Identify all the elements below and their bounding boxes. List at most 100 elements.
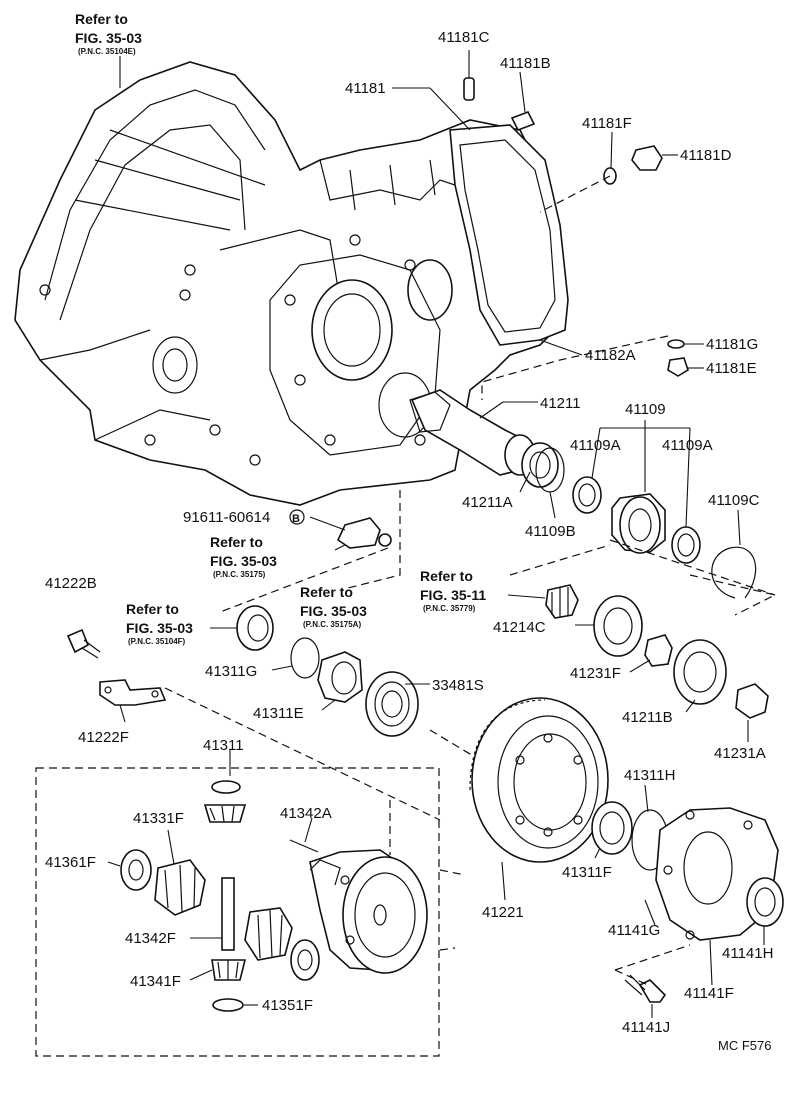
ref-title: Refer to: [420, 568, 473, 584]
pinion-gear-top: [203, 804, 247, 823]
label-41361F: 41361F: [45, 854, 96, 871]
snap-ring-41109B: [535, 447, 565, 519]
seal-33481S: [365, 671, 430, 737]
label-41342A: 41342A: [280, 805, 332, 822]
ref-title: Refer to: [75, 11, 128, 27]
speed-sensor: [309, 516, 392, 551]
reference-fig-35-11-35779: Refer to FIG. 35-11 (P.N.C. 35779): [420, 568, 486, 613]
label-41222F: 41222F: [78, 729, 129, 746]
label-41311F: 41311F: [562, 864, 612, 881]
label-33481S: 33481S: [432, 677, 484, 694]
label-41211B: 41211B: [622, 709, 673, 726]
bracket-41222F: [99, 679, 167, 723]
label-41109A-left: 41109A: [570, 437, 621, 454]
washer-right: [290, 939, 320, 981]
label-41181F: 41181F: [582, 115, 632, 132]
bolt-41141J: [624, 974, 667, 1018]
differential-kit-box: [35, 767, 440, 1057]
label-41311G: 41311G: [205, 663, 257, 680]
reference-fig-35-03-35175A: Refer to FIG. 35-03 (P.N.C. 35175A): [300, 584, 367, 629]
ref-fig: FIG. 35-03: [300, 603, 367, 619]
differential-case: [309, 849, 428, 974]
side-gear-41331F: [154, 859, 206, 916]
snap-ring-41109C: [711, 509, 757, 599]
shaft-41342F: [190, 877, 235, 951]
label-41341F: 41341F: [130, 973, 181, 990]
label-41181E: 41181E: [706, 360, 757, 377]
reference-fig-35-03-35104E: Refer to FIG. 35-03 (P.N.C. 35104E): [75, 11, 142, 56]
label-41211A: 41211A: [462, 494, 513, 511]
bearing-41311F: [591, 801, 633, 859]
race-41109A-right: [671, 526, 701, 564]
label-41181D: 41181D: [680, 147, 732, 164]
catalog-code: MC F576: [718, 1038, 771, 1053]
side-gear-right: [244, 907, 293, 961]
pinion-gear-41341F: [189, 959, 247, 981]
ref-title: Refer to: [126, 601, 179, 617]
label-41141H: 41141H: [722, 945, 773, 962]
nut-41231A: [735, 683, 769, 742]
label-41141J: 41141J: [622, 1019, 670, 1036]
label-41181: 41181: [345, 80, 386, 97]
label-41231A: 41231A: [714, 745, 766, 762]
label-41182A: 41182A: [585, 347, 636, 364]
label-41109: 41109: [625, 401, 666, 418]
label-41141F: 41141F: [684, 985, 734, 1002]
bushing-41231F: [629, 634, 673, 673]
ref-title: Refer to: [210, 534, 263, 550]
label-41211: 41211: [540, 395, 581, 412]
label-41181G: 41181G: [706, 336, 758, 353]
reference-fig-35-03-35104F: Refer to FIG. 35-03 (P.N.C. 35104F): [126, 601, 193, 646]
seal-left: [236, 605, 274, 651]
label-41214C: 41214C: [493, 619, 546, 636]
label-41311H: 41311H: [624, 767, 675, 784]
label-41109A-right: 41109A: [662, 437, 713, 454]
pin-41342A: [289, 817, 319, 853]
driven-gear-35779: [545, 584, 579, 619]
o-ring-41311G: [271, 637, 320, 679]
label-41331F: 41331F: [133, 810, 184, 827]
label-41181B: 41181B: [500, 55, 551, 72]
ref-fig: FIG. 35-03: [210, 553, 277, 569]
bolt-41181B: [510, 71, 536, 132]
ref-title: Refer to: [300, 584, 353, 600]
bearing-41214C: [575, 595, 643, 657]
label-41109B: 41109B: [525, 523, 576, 540]
breather-41181C: [463, 50, 475, 101]
label-41141G: 41141G: [608, 922, 660, 939]
label-41109C: 41109C: [708, 492, 760, 509]
bolt-marker-circle: [289, 509, 305, 525]
bearing-41211A: [519, 442, 559, 493]
race-41109A-left: [572, 476, 602, 514]
ring-gear-41221: [469, 697, 609, 901]
ref-fig: FIG. 35-03: [75, 30, 142, 46]
washer-41181G: [667, 339, 704, 349]
ref-fig: FIG. 35-03: [126, 620, 193, 636]
label-41311: 41311: [203, 737, 244, 754]
ref-pnc: (P.N.C. 35779): [423, 604, 476, 613]
bearing-41109: [611, 493, 666, 554]
label-41351F: 41351F: [262, 997, 313, 1014]
plug-41181D: [631, 145, 678, 171]
bolt-41222B: [66, 628, 101, 659]
ref-fig: FIG. 35-11: [420, 587, 486, 603]
label-41222B: 41222B: [45, 575, 97, 592]
plug-41181E: [667, 357, 704, 377]
label-41221: 41221: [482, 904, 524, 921]
bearing-41311E: [317, 651, 363, 711]
label-41311E: 41311E: [253, 705, 304, 722]
washer-top: [211, 780, 241, 794]
seal-41141H: [746, 877, 784, 945]
washer-41361F: [107, 849, 152, 891]
bolt-marker: B: [292, 513, 300, 525]
label-41342F: 41342F: [125, 930, 176, 947]
ref-pnc: (P.N.C. 35175A): [303, 620, 361, 629]
reference-fig-35-03-35175: Refer to FIG. 35-03 (P.N.C. 35175): [210, 534, 277, 579]
ref-pnc: (P.N.C. 35104E): [78, 47, 136, 56]
label-91611: 91611-60614: [183, 509, 270, 526]
label-41181C: 41181C: [438, 29, 490, 46]
ref-pnc: (P.N.C. 35175): [213, 570, 266, 579]
ref-pnc: (P.N.C. 35104F): [128, 637, 186, 646]
washer-41351F: [212, 998, 258, 1012]
